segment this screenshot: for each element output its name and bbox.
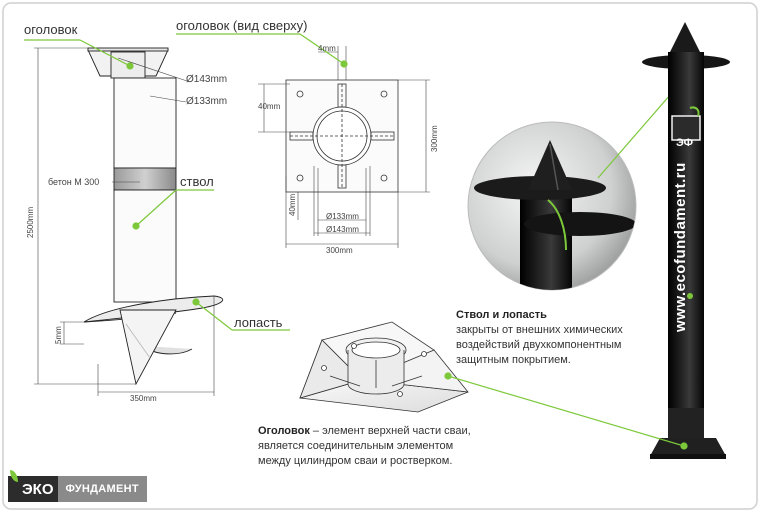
dim-plate-height: 300mm [430,125,439,152]
logo-fundament: ФУНДАМЕНТ [57,476,147,502]
pile-side-view [83,47,224,386]
stvol-description: Ствол и лопасть закрыты от внешних химич… [456,308,623,368]
brand-logo: ЭКО ФУНДАМЕНТ [8,470,147,502]
dim-4mm: 4mm [318,44,336,53]
dim-inner-143: Ø143mm [326,225,359,234]
top-view-dimensions [258,46,430,248]
ogolovok-line1: – элемент верхней части сваи, [309,425,471,437]
dim-d143: Ø143mm [186,74,228,85]
callout-lines-left [24,39,290,331]
leaf-icon [10,470,18,482]
callout-line-topview [176,33,348,68]
stvol-line1: закрыты от внешних химических [456,324,623,336]
ogolovok-description: Оголовок – элемент верхней части сваи, я… [258,424,471,469]
ogolovok-title: Оголовок [258,425,310,437]
dim-blade-width: 350mm [130,394,157,403]
stvol-line3: защитным покрытием. [456,354,571,366]
brand-url: www.ecofundament.ru [672,162,689,332]
label-stvol: ствол [180,174,214,189]
dim-plate-width: 300mm [326,246,353,255]
cap-top-view [285,79,399,193]
dim-inner-133: Ø133mm [326,212,359,221]
photo-callout-bottom [444,372,688,450]
ogolovok-line3: между цилиндром сваи и ростверком. [258,455,453,467]
dim-d133: Ø133mm [186,96,228,107]
dim-40-top: 40mm [258,102,281,111]
stvol-line2: воздействий двухкомпонентным [456,339,622,351]
zoom-circle [467,121,637,291]
dim-blade-gap: 5mm [54,326,63,344]
dim-40-left: 40mm [288,193,297,216]
cap-3d-view [299,321,469,413]
stvol-title: Ствол и лопасть [456,309,547,321]
dim-length: 2500mm [26,206,35,238]
pile-photo [642,22,730,459]
label-ogolovok-top: оголовок (вид сверху) [176,18,308,33]
label-lopast: лопасть [234,315,283,330]
logo-eko: ЭКО [8,470,58,502]
pile-badge: ЭФ [676,137,694,149]
diameter-leaders [112,57,191,183]
ogolovok-line2: является соединительным элементом [258,440,454,452]
length-dimension [34,47,215,396]
label-ogolovok: оголовок [24,22,78,37]
label-beton: бетон М 300 [48,177,100,187]
logo-eko-text: ЭКО [22,480,54,498]
